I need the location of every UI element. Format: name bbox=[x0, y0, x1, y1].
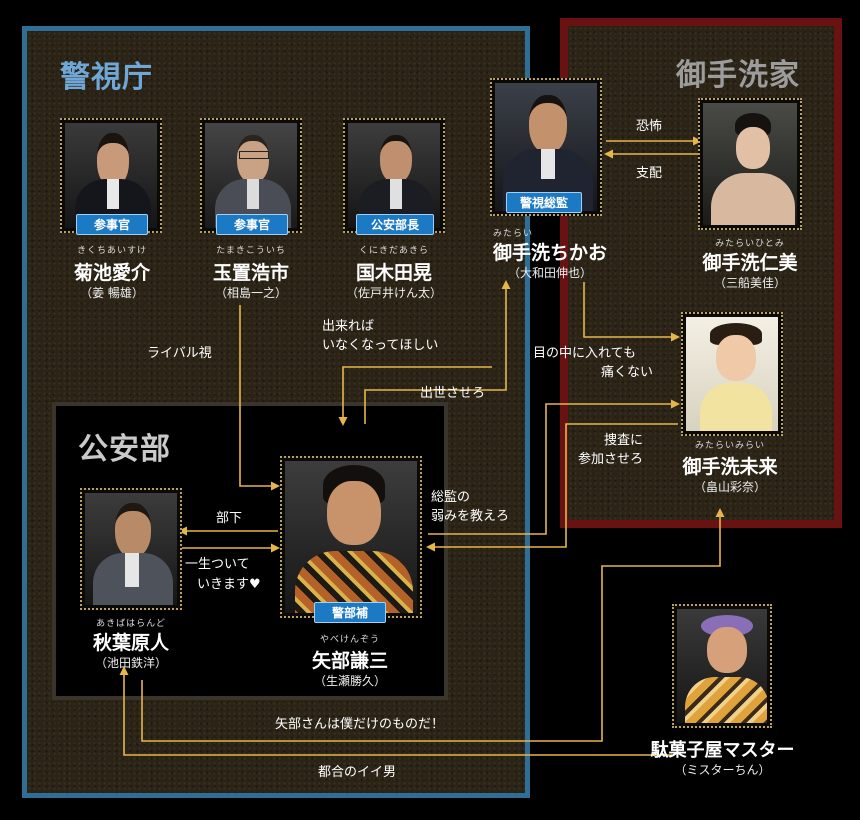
name-kikuchi: 菊池愛介 bbox=[73, 262, 150, 284]
label-dekireba-1: 出来れば bbox=[322, 319, 375, 334]
label-issho-2: いきます♥ bbox=[197, 577, 261, 592]
label-issho-1: 一生ついて bbox=[185, 557, 250, 572]
actor-master: （ミスターちん） bbox=[674, 763, 771, 777]
arrow-dekireba bbox=[338, 366, 492, 426]
actor-kunikida: （佐戸井けん太） bbox=[345, 286, 442, 300]
name-yabe: 矢部謙三 bbox=[311, 650, 388, 672]
badge-yabe: 警部補 bbox=[314, 602, 386, 623]
ruby-mirai: みたらいみらい bbox=[694, 441, 765, 451]
name-master: 駄菓子屋マスター bbox=[650, 740, 795, 761]
label-kyofu: 恐怖 bbox=[636, 119, 663, 134]
ruby-kikuchi: きくちあいすけ bbox=[76, 246, 147, 256]
koanbu-title: 公安部 bbox=[78, 432, 171, 467]
label-dekireba-2: いなくなってほしい bbox=[322, 338, 439, 353]
label-meno-1: 目の中に入れても bbox=[533, 346, 636, 361]
name-tamaki: 玉置浩市 bbox=[212, 262, 289, 284]
badge-chikao: 警視総監 bbox=[506, 192, 582, 213]
ruby-hitomi: みたらいひとみ bbox=[715, 239, 785, 249]
ruby-chikao: みたらい bbox=[492, 229, 533, 239]
arrow-rival bbox=[239, 305, 280, 491]
photo-kikuchi bbox=[60, 118, 162, 233]
badge-kunikida: 公安部長 bbox=[356, 214, 434, 235]
badge-tamaki: 参事官 bbox=[216, 214, 288, 235]
arrow-sokan bbox=[426, 423, 678, 552]
photo-yabe bbox=[280, 456, 422, 618]
name-mirai: 御手洗未来 bbox=[682, 456, 778, 478]
ruby-tamaki: たまきこういち bbox=[216, 246, 286, 256]
arrow-shusse bbox=[364, 280, 511, 424]
arrow-meno bbox=[583, 282, 680, 342]
label-rival: ライバル視 bbox=[147, 346, 212, 361]
name-chikao: 御手洗ちかお bbox=[492, 242, 607, 264]
label-shihai: 支配 bbox=[636, 166, 663, 181]
ruby-yabe: やべけんぞう bbox=[319, 635, 380, 645]
ruby-kunikida: くにきだあきら bbox=[358, 246, 429, 256]
photo-master bbox=[672, 604, 772, 728]
actor-chikao: （大和田伸也） bbox=[507, 266, 592, 280]
arrow-tsugo bbox=[119, 666, 672, 756]
actor-hitomi: （三船美佳） bbox=[713, 276, 786, 290]
label-meno-2: 痛くない bbox=[601, 365, 654, 380]
photo-hitomi bbox=[698, 98, 802, 230]
name-akiba: 秋葉原人 bbox=[92, 632, 169, 654]
label-sosa-1: 捜査に bbox=[604, 433, 644, 448]
label-sosa-2: 参加させろ bbox=[578, 452, 644, 467]
label-shusse: 出世させろ bbox=[420, 386, 486, 401]
arrow-sosa bbox=[428, 399, 680, 535]
actor-mirai: （畠山彩奈） bbox=[693, 480, 766, 494]
photo-akiba bbox=[80, 488, 182, 610]
actor-akiba: （池田鉄洋） bbox=[94, 656, 167, 670]
name-kunikida: 国木田晃 bbox=[355, 262, 432, 284]
actor-kikuchi: （姜 暢雄） bbox=[80, 286, 144, 300]
keishicho-title: 警視庁 bbox=[60, 60, 153, 95]
label-sokan-2: 弱みを教えろ bbox=[431, 509, 510, 524]
arrow-bokudake bbox=[141, 508, 725, 742]
label-sokan-1: 総監の bbox=[431, 490, 471, 505]
mitarai-title: 御手洗家 bbox=[676, 58, 800, 93]
label-bokudake: 矢部さんは僕だけのものだ！ bbox=[275, 717, 445, 732]
label-tsugo: 都合のイイ男 bbox=[318, 765, 397, 780]
actor-yabe: （生瀬勝久） bbox=[313, 674, 386, 688]
label-buka: 部下 bbox=[216, 511, 243, 526]
photo-mirai bbox=[681, 312, 783, 436]
actor-tamaki: （相島一之） bbox=[214, 286, 287, 300]
ruby-akiba: あきばはらんど bbox=[96, 619, 166, 629]
badge-kikuchi: 参事官 bbox=[76, 214, 148, 235]
name-hitomi: 御手洗仁美 bbox=[702, 252, 798, 274]
